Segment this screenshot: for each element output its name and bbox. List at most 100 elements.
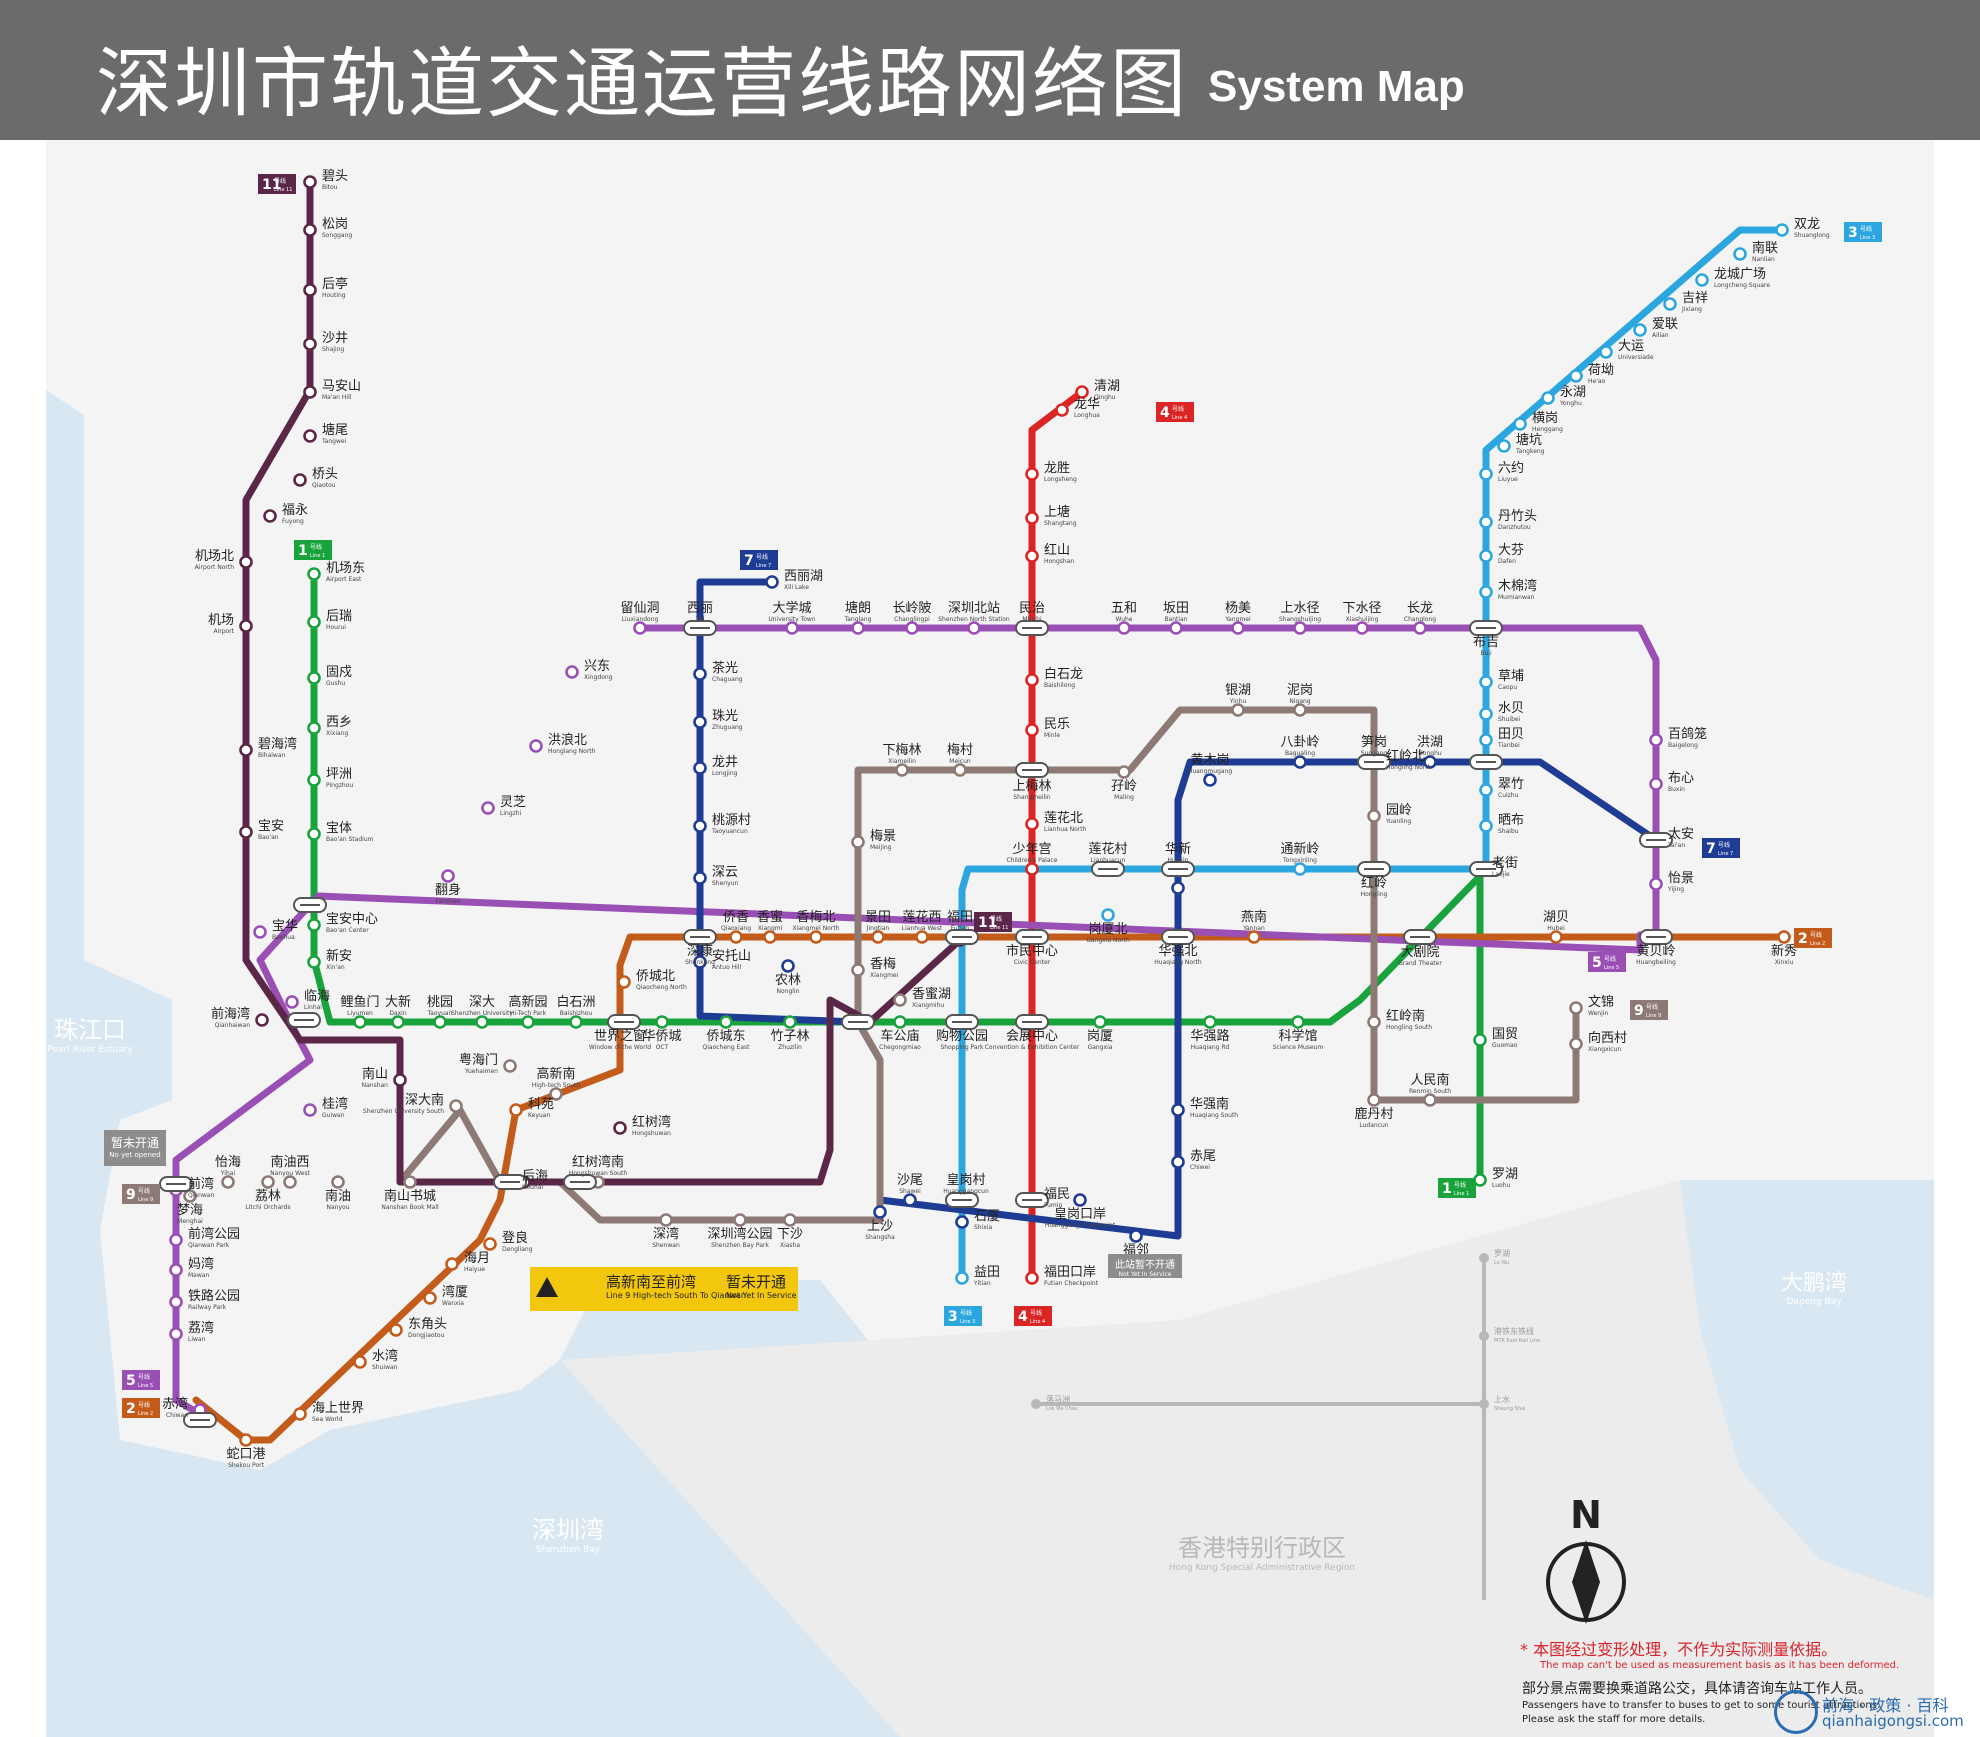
station-label-taoyuancun[interactable]: 桃源村 [712,813,751,828]
station-label-hongling_north[interactable]: 红岭北 [1386,748,1425,764]
station-dot-shenzhenwan_park[interactable] [733,1213,747,1227]
station-dot-chaguang[interactable] [693,667,707,681]
station-label-shangshuijing[interactable]: 上水径 [1280,601,1319,616]
station-dot-shenwan[interactable] [659,1213,673,1227]
station-label-xiangmei[interactable]: 香梅 [870,957,896,972]
station-dot-shangsha[interactable] [873,1205,887,1219]
station-label-gushu[interactable]: 固戍 [326,665,352,680]
station-label-bihaiwan[interactable]: 碧海湾 [258,736,297,752]
station-label-tangkeng[interactable]: 塘坑 [1516,432,1542,448]
station-label-gangxia[interactable]: 岗厦 [1087,1029,1113,1044]
station-label-shendanan[interactable]: 深大南 [405,1092,444,1108]
station-dot-railway_park[interactable] [169,1295,183,1309]
station-label-longsheng[interactable]: 龙胜 [1044,461,1070,476]
station-label-changlong[interactable]: 长龙 [1407,601,1433,616]
station-label-chiwei[interactable]: 赤尾 [1190,1149,1216,1164]
station-label-tianbei[interactable]: 田贝 [1498,727,1524,742]
station-dot-lianhuaxi[interactable] [915,930,929,944]
station-dot-taoyuan[interactable] [433,1015,447,1029]
station-dot-liyumen[interactable] [353,1015,367,1029]
station-dot-baishilong[interactable] [1025,673,1039,687]
station-label-yuehaimen[interactable]: 粤海门 [459,1052,498,1068]
station-dot-renminnan[interactable] [1423,1093,1437,1107]
station-dot-yijing[interactable] [1649,877,1663,891]
station-label-hongshuwan[interactable]: 红树湾 [632,1114,671,1130]
station-dot-tongxinling[interactable] [1293,862,1307,876]
station-label-baohua[interactable]: 宝华 [272,919,298,934]
station-dot-shuanglong[interactable] [1775,223,1789,237]
station-label-shuibei[interactable]: 水贝 [1498,701,1524,716]
station-dot-shajing[interactable] [303,337,317,351]
station-dot-lizhilin[interactable] [261,1175,275,1189]
station-label-shopping_park[interactable]: 购物公园 [936,1028,988,1044]
station-label-qiaochengdong[interactable]: 侨城东 [706,1029,745,1044]
station-dot-nanlian[interactable] [1733,247,1747,261]
station-label-huanggangcun[interactable]: 皇岗村 [946,1173,985,1188]
station-label-xiameiin[interactable]: 下梅林 [882,743,921,758]
station-label-gangxiabei[interactable]: 岗厦北 [1088,922,1127,937]
station-dot-nonglin[interactable] [781,959,795,973]
station-label-hongshan[interactable]: 红山 [1044,542,1070,558]
station-dot-guiwan[interactable] [303,1103,317,1117]
station-label-lianhuaxi[interactable]: 莲花西 [902,909,941,925]
station-label-airport_east[interactable]: 机场东 [326,561,365,576]
station-label-shaoniangong[interactable]: 少年宫 [1012,842,1051,857]
station-dot-kexueguan[interactable] [1291,1015,1305,1029]
station-dot-baigelong[interactable] [1649,733,1663,747]
station-label-meijing[interactable]: 梅景 [870,829,896,844]
station-label-linhai[interactable]: 临海 [304,989,330,1004]
station-label-yangmei[interactable]: 杨美 [1225,601,1251,616]
station-label-shuanglong[interactable]: 双龙 [1794,217,1820,232]
station-label-lizhilin[interactable]: 荔林 [255,1189,281,1204]
station-dot-changlong[interactable] [1413,621,1427,635]
station-label-baoan[interactable]: 宝安 [258,819,284,834]
station-label-baigelong[interactable]: 百鸽笼 [1668,726,1707,742]
station-dot-shenzhen_north[interactable] [967,621,981,635]
station-label-guomao[interactable]: 国贸 [1492,1027,1518,1042]
station-label-caopu[interactable]: 草埔 [1498,669,1524,684]
station-dot-airport_east[interactable] [307,567,321,581]
station-dot-yuanling[interactable] [1367,809,1381,823]
station-dot-qinghu[interactable] [1075,385,1089,399]
station-label-bantian[interactable]: 坂田 [1163,601,1189,616]
station-dot-pingzhou[interactable] [307,773,321,787]
station-label-taoyuan[interactable]: 桃园 [427,995,453,1010]
station-label-buxin[interactable]: 布心 [1668,771,1694,786]
station-dot-dafen[interactable] [1479,549,1493,563]
station-label-maling[interactable]: 孖岭 [1111,779,1137,794]
station-label-dajuyuan[interactable]: 大剧院 [1400,945,1439,960]
station-label-songgang[interactable]: 松岗 [322,217,348,232]
station-dot-xiasha[interactable] [783,1213,797,1227]
station-dot-guomao[interactable] [1473,1033,1487,1047]
station-dot-songgang[interactable] [303,223,317,237]
station-dot-nanyou[interactable] [331,1175,345,1189]
station-dot-tianbei[interactable] [1479,733,1493,747]
station-dot-longjing[interactable] [693,761,707,775]
station-label-baoti[interactable]: 宝体 [326,821,352,836]
station-label-qinghu[interactable]: 清湖 [1094,379,1120,394]
station-label-tanglang[interactable]: 塘朗 [845,600,871,616]
station-label-shenzhenwan_park[interactable]: 深圳湾公园 [707,1226,772,1242]
station-label-shajing[interactable]: 沙井 [322,331,348,346]
station-label-lianhuabei[interactable]: 莲花北 [1044,810,1083,826]
station-dot-shangshuijing[interactable] [1293,621,1307,635]
station-dot-lianhuabei[interactable] [1025,817,1039,831]
station-dot-futian_linked[interactable] [1129,1229,1143,1243]
station-dot-yuehaimen[interactable] [503,1059,517,1073]
station-dot-liuxiandong[interactable] [633,621,647,635]
station-label-baishizhou[interactable]: 白石洲 [556,994,595,1010]
station-dot-gaoxinyuan[interactable] [521,1015,535,1029]
station-dot-shendanan[interactable] [449,1099,463,1113]
station-dot-jixiang[interactable] [1663,297,1677,311]
station-dot-hubei[interactable] [1549,930,1563,944]
station-label-henggang[interactable]: 横岗 [1532,411,1558,426]
station-dot-huanggang[interactable] [1073,1193,1087,1207]
station-label-liyumen[interactable]: 鲤鱼门 [340,994,379,1010]
station-label-baishilong[interactable]: 白石龙 [1044,666,1083,682]
station-dot-ludancun[interactable] [1367,1093,1381,1107]
station-dot-bihaiwan[interactable] [239,743,253,757]
